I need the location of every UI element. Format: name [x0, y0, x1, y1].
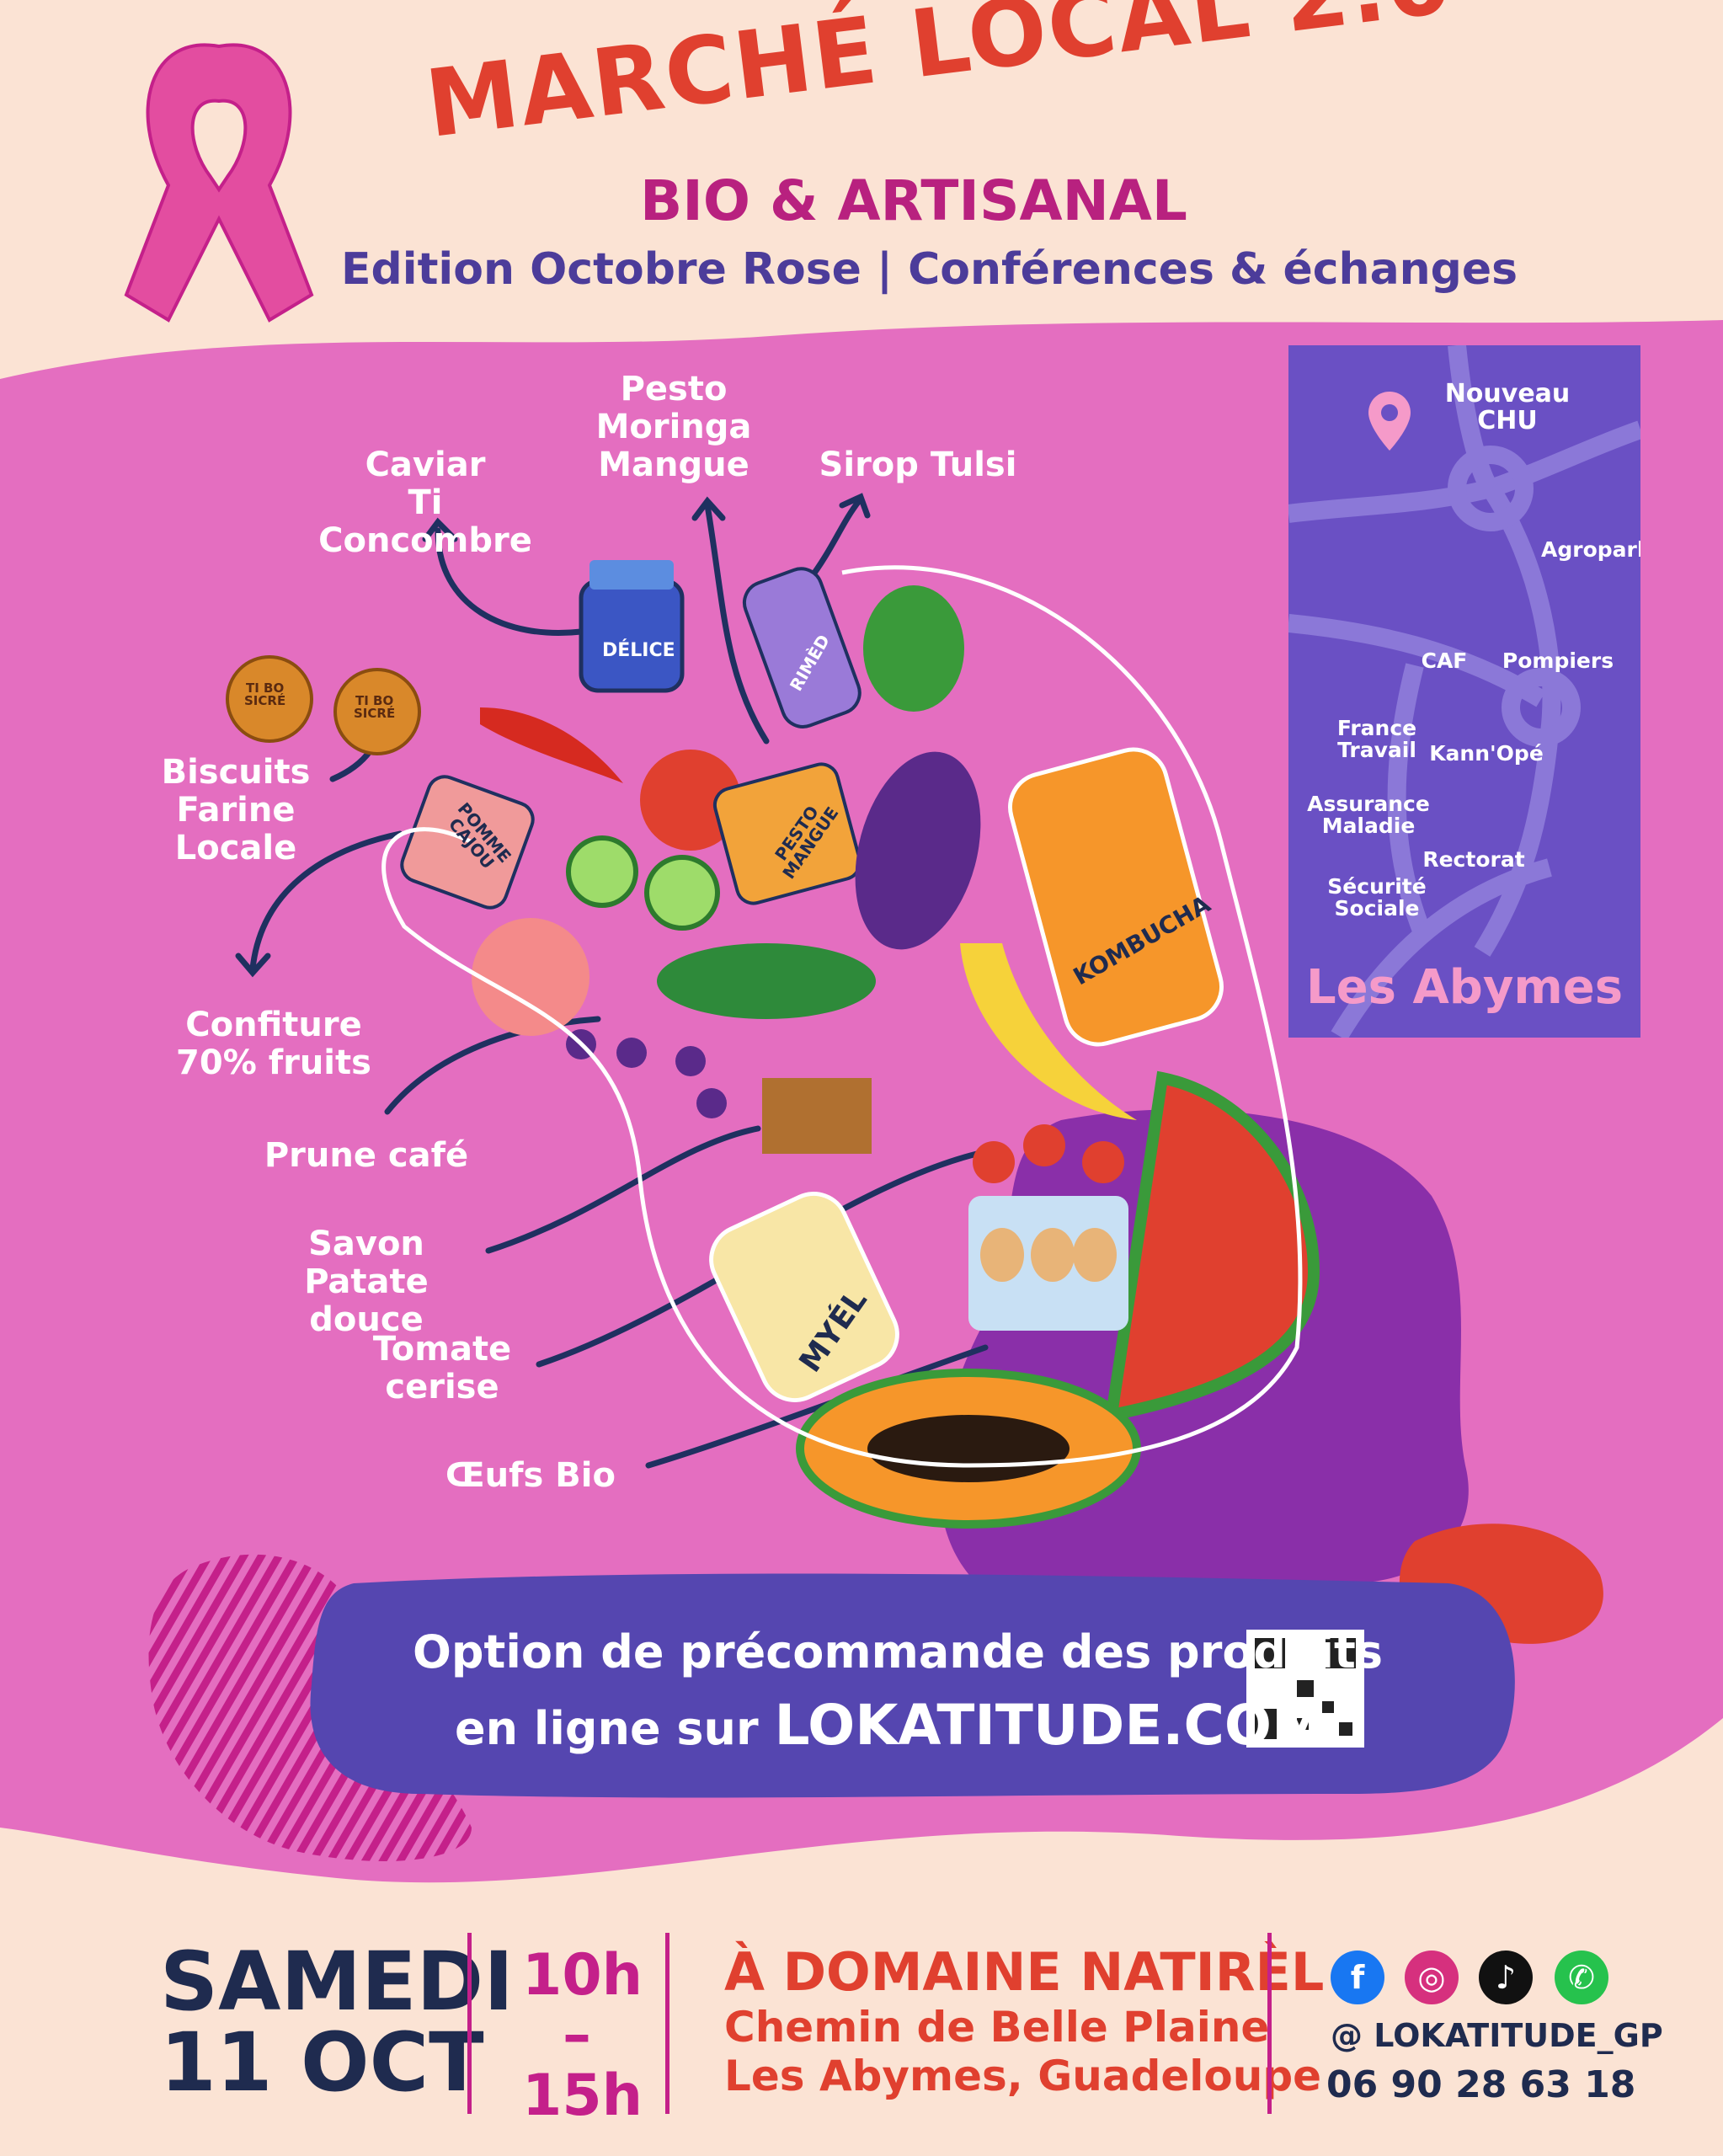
map-label-securite: Sécurité Sociale: [1327, 874, 1427, 921]
event-end: 15h: [522, 2062, 643, 2129]
ti-bo-sicre-label-1: TI BO SICRÉ: [244, 680, 286, 708]
produce-illustrations: [226, 560, 1320, 1529]
event-weekday: SAMEDI: [160, 1935, 514, 2029]
pepper: [863, 585, 964, 712]
edition-line: Edition Octobre Rose | Conférences & éch…: [341, 244, 1518, 295]
venue-name: À DOMAINE NATIRÈL: [724, 1941, 1325, 2003]
website-link[interactable]: LOKATITUDE.COM: [774, 1693, 1327, 1758]
venue-address-1: Chemin de Belle Plaine: [724, 2003, 1270, 2052]
location-map: Nouveau CHU Agropark CAF Pompiers France…: [1288, 345, 1640, 1038]
preorder-text-line2: en ligne sur LOKATITUDE.COM: [455, 1693, 1327, 1758]
product-label-savon: Savon Patate douce: [304, 1225, 429, 1339]
pink-ribbon-icon: [124, 43, 314, 323]
eggplant: [855, 751, 981, 950]
map-label-agropark: Agropark: [1541, 537, 1640, 562]
product-label-sirop: Sirop Tulsi: [819, 446, 1017, 484]
facebook-icon[interactable]: f: [1331, 1951, 1384, 2004]
biscuit-2: [333, 668, 421, 755]
instagram-icon[interactable]: ◎: [1405, 1951, 1459, 2004]
event-start: 10h: [522, 1942, 643, 2009]
net-bag: [381, 565, 1303, 1468]
chili: [480, 707, 623, 783]
kombucha-bottle: [1008, 747, 1224, 1047]
event-date: 11 OCT: [160, 2015, 484, 2110]
cucumber-slice-1: [566, 835, 638, 908]
myel-bottle: [709, 1192, 899, 1402]
footer-divider-2: [665, 1933, 669, 2114]
rimed-bottle: [742, 567, 862, 728]
footer-divider-3: [1267, 1933, 1272, 2114]
map-pin-icon: [1368, 392, 1411, 451]
page-subtitle: BIO & ARTISANAL: [640, 168, 1187, 233]
tomato: [640, 750, 741, 851]
phone-number[interactable]: 06 90 28 63 18: [1326, 2063, 1636, 2106]
map-label-kannope: Kann'Opé: [1429, 741, 1544, 766]
footer-divider-1: [467, 1933, 472, 2114]
map-label-assurance: Assurance Maladie: [1307, 792, 1430, 839]
qr-code-icon: [1246, 1630, 1364, 1748]
map-label-caf: CAF: [1421, 648, 1468, 673]
biscuit-1: [226, 655, 313, 743]
map-label-pompiers: Pompiers: [1502, 648, 1614, 673]
event-venue: À DOMAINE NATIRÈL Chemin de Belle Plaine…: [724, 1941, 1324, 2100]
map-label-chu: Nouveau CHU: [1444, 379, 1571, 435]
soap: [762, 1078, 872, 1154]
watermelon: [1104, 1070, 1320, 1422]
delice-label: DÉLICE: [602, 640, 675, 661]
banana: [960, 943, 1137, 1120]
hibiscus: [472, 918, 589, 1036]
product-label-caviar: Caviar Ti Concombre: [318, 446, 532, 560]
map-label-rectorat: Rectorat: [1422, 847, 1525, 872]
product-label-biscuits: Biscuits Farine Locale: [161, 753, 311, 867]
whatsapp-icon[interactable]: ✆: [1555, 1951, 1608, 2004]
map-city-label: Les Abymes: [1305, 960, 1624, 1015]
venue-address-2: Les Abymes, Guadeloupe: [724, 2052, 1322, 2100]
cucumber: [657, 943, 876, 1019]
map-roads: [1288, 345, 1640, 1038]
product-label-confiture: Confiture 70% fruits: [176, 1006, 371, 1082]
product-label-tomate: Tomate cerise: [372, 1330, 512, 1406]
delice-jar: [579, 579, 685, 693]
map-label-france-travail: France Travail: [1336, 716, 1417, 763]
event-day: SAMEDI 11 OCT: [160, 1941, 514, 2103]
cucumber-slice-2: [644, 855, 720, 931]
pesto-jar: [712, 762, 862, 905]
ti-bo-sicre-label-2: TI BO SICRÉ: [354, 693, 396, 721]
product-label-prune: Prune café: [264, 1136, 469, 1175]
social-handle[interactable]: @ LOKATITUDE_GP: [1331, 2017, 1663, 2054]
banner-shape: [310, 1573, 1515, 1798]
event-dash: –: [563, 2002, 591, 2069]
tiktok-icon[interactable]: ♪: [1479, 1951, 1533, 2004]
preorder-prefix: en ligne sur: [455, 1702, 775, 1755]
preorder-text: Option de précommande des produits: [413, 1625, 1383, 1678]
product-label-oeufs: Œufs Bio: [445, 1456, 616, 1495]
product-label-pesto-moringa: Pesto Moringa Mangue: [595, 370, 752, 484]
event-hours: 10h – 15h: [522, 1942, 643, 2129]
